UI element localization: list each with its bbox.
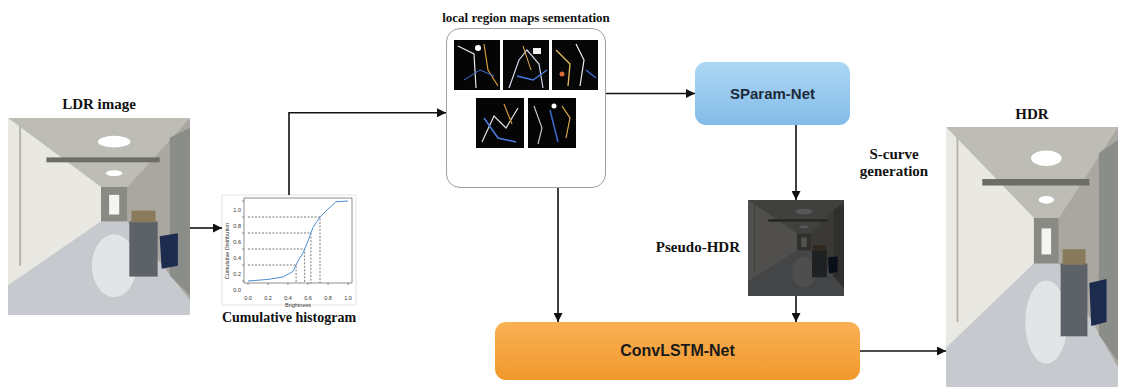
region-map-tiles bbox=[550, 110, 558, 142]
image-caption: Cumulative histogram bbox=[222, 310, 356, 326]
histogram-plot bbox=[222, 195, 356, 305]
region-map-tiles bbox=[454, 40, 500, 90]
axis-tick-label: 0.6 bbox=[304, 296, 312, 302]
ldr-photo bbox=[8, 118, 190, 315]
network-box: SParam-Net bbox=[695, 62, 850, 125]
histogram-plot bbox=[222, 195, 356, 305]
region-map-tiles bbox=[454, 40, 598, 148]
pseudo-hdr-photo bbox=[748, 200, 844, 296]
region-map-tiles bbox=[458, 46, 476, 88]
flow-arrow bbox=[190, 227, 222, 229]
image-caption: local region maps sementation bbox=[442, 11, 610, 26]
axis-tick-label: 0.6 bbox=[233, 240, 241, 246]
region-map-tiles bbox=[552, 40, 598, 90]
region-frame bbox=[446, 28, 606, 188]
axis-tick-label: 0.8 bbox=[324, 296, 332, 302]
image-frame bbox=[946, 127, 1118, 387]
image-frame bbox=[8, 118, 190, 315]
region-map-tiles bbox=[504, 104, 512, 124]
box-label: ConvLSTM-Net bbox=[620, 342, 735, 360]
region-map-tiles bbox=[484, 44, 498, 86]
edge-label: S-curve generation bbox=[852, 145, 936, 180]
ldr-photo bbox=[8, 118, 190, 315]
region-map-tiles bbox=[528, 98, 576, 148]
network-box: ConvLSTM-Net bbox=[495, 322, 860, 380]
chart-frame: 0.00.20.40.60.81.00.00.20.40.60.81.0Brig… bbox=[222, 195, 356, 305]
edge-label-anchor: S-curve generation bbox=[852, 163, 936, 198]
flow-arrow bbox=[795, 296, 797, 322]
region-map-tiles bbox=[476, 98, 524, 148]
axis-title: Cumulative Distribution bbox=[225, 223, 231, 280]
flow-arrow bbox=[795, 125, 797, 200]
region-map-tiles bbox=[552, 40, 598, 90]
region-map-tiles bbox=[534, 106, 542, 144]
region-map-tiles bbox=[476, 98, 524, 148]
histogram-plot bbox=[248, 201, 348, 281]
histogram-plot bbox=[242, 201, 244, 281]
image-caption: LDR image bbox=[62, 96, 136, 113]
region-map-tiles bbox=[475, 45, 481, 51]
axis-tick-label: 1.0 bbox=[344, 296, 352, 302]
pseudo-hdr-photo bbox=[748, 200, 844, 296]
input-image: LDR image bbox=[8, 96, 190, 315]
histogram-plot bbox=[248, 217, 320, 283]
region-map-tiles bbox=[560, 72, 565, 77]
region-map-tiles bbox=[556, 50, 570, 86]
region-maps-box: local region maps sementation bbox=[442, 11, 610, 188]
histogram-plot bbox=[248, 283, 348, 285]
region-map-tiles bbox=[482, 108, 518, 142]
flow-arrow bbox=[289, 113, 446, 195]
hdr-photo bbox=[946, 127, 1118, 387]
region-map-tiles bbox=[562, 106, 570, 138]
output-image: HDR bbox=[946, 106, 1118, 387]
axis-tick-label: 1.0 bbox=[233, 208, 241, 214]
flow-arrow bbox=[557, 188, 559, 322]
axis-tick-label: 0.0 bbox=[244, 296, 252, 302]
axis-tick-label: 0.4 bbox=[284, 296, 292, 302]
region-map-tiles bbox=[533, 48, 541, 54]
histogram-plot bbox=[244, 198, 352, 283]
axis-tick-label: 0.4 bbox=[233, 256, 241, 262]
hdr-photo bbox=[946, 127, 1118, 387]
image-caption: HDR bbox=[1015, 106, 1048, 123]
image-frame bbox=[748, 200, 844, 296]
region-map-tiles bbox=[528, 98, 576, 148]
pseudo-hdr-photo bbox=[748, 200, 844, 296]
region-map-tiles bbox=[576, 44, 584, 86]
region-map-tiles bbox=[523, 46, 531, 70]
region-map-tiles bbox=[586, 70, 596, 78]
region-map-tiles bbox=[454, 40, 500, 90]
region-map-tiles bbox=[503, 40, 549, 90]
axis-tick-label: 0.2 bbox=[264, 296, 272, 302]
pseudo-hdr-image: Pseudo-HDR bbox=[656, 200, 844, 296]
region-map-tiles bbox=[503, 40, 549, 90]
histogram-chart: 0.0 0.2 0.4 0.6 0.8 1.0 0.0 0.2 0.4 0.6 0.8 1.0Brig… bbox=[222, 195, 356, 326]
flow-arrow bbox=[860, 350, 946, 352]
connector-group bbox=[190, 94, 946, 352]
image-caption: Pseudo-HDR bbox=[656, 239, 740, 256]
region-map-tiles bbox=[517, 70, 547, 80]
axis-tick-label: 0.8 bbox=[233, 224, 241, 230]
region-map-tiles bbox=[552, 104, 557, 109]
box-label: SParam-Net bbox=[730, 85, 815, 102]
axis-tick-label: 0.0 bbox=[233, 288, 241, 294]
axis-title: Brightness bbox=[285, 303, 311, 309]
flow-arrow bbox=[606, 93, 695, 95]
axis-tick-label: 0.2 bbox=[233, 272, 241, 278]
region-map-tiles bbox=[464, 70, 494, 80]
